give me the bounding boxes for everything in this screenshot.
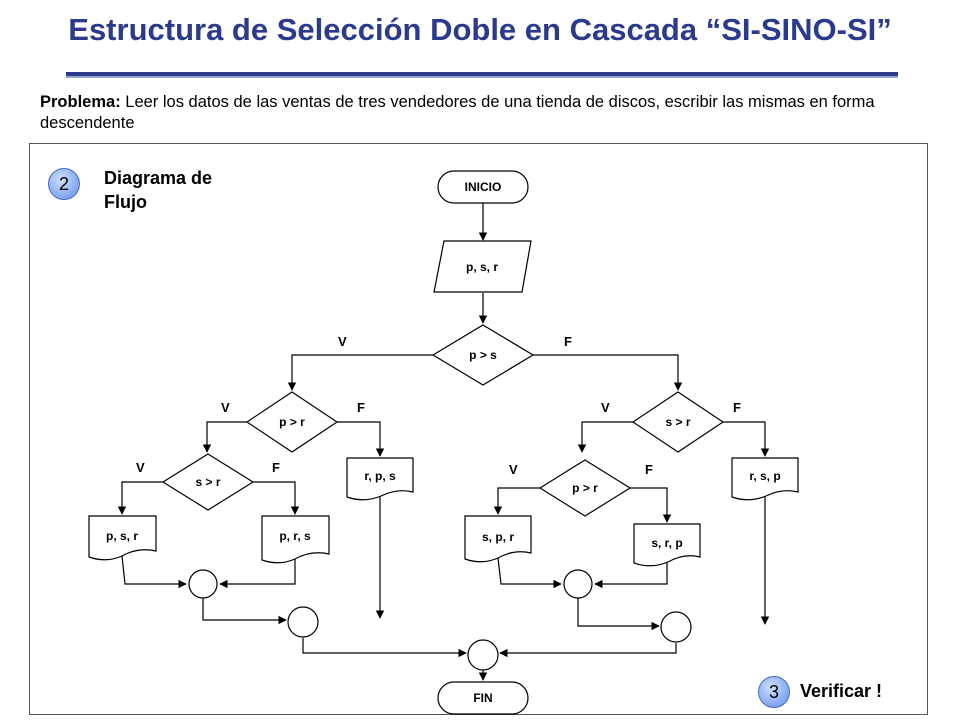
edge-right-true <box>577 421 633 453</box>
decision-main <box>431 324 535 386</box>
decision-left-label: p > r <box>279 415 305 429</box>
output-rsp-document <box>731 457 799 501</box>
output-rps-document <box>346 457 414 501</box>
left-true-label: V <box>221 400 230 415</box>
start-label: INICIO <box>465 180 502 194</box>
edge-prs-connector <box>219 559 296 589</box>
end-terminal <box>437 681 529 715</box>
input-parallelogram <box>433 240 532 293</box>
section-number-diagram: 2 <box>48 168 80 200</box>
connector-right <box>660 611 692 643</box>
section-number-verify: 3 <box>758 676 790 708</box>
edge-right-inner-false <box>630 487 672 523</box>
right-true-label: V <box>601 400 610 415</box>
connector-left <box>287 606 319 638</box>
output-srp-document <box>633 523 701 567</box>
problem-label: Problema: <box>40 93 121 111</box>
edge-right-inner-true <box>493 487 540 515</box>
end-label: FIN <box>473 691 492 705</box>
output-spr-label: s, p, r <box>482 530 514 544</box>
decision-right-inner <box>538 459 632 517</box>
output-psr-label: p, s, r <box>106 529 138 543</box>
left-inner-false-label: F <box>272 460 280 475</box>
decision-main-label: p > s <box>469 348 497 362</box>
title-underline <box>66 72 898 78</box>
main-false-label: F <box>564 334 572 349</box>
connector-left-inner <box>188 569 218 599</box>
connector-right-inner <box>563 569 593 599</box>
input-label: p, s, r <box>466 260 498 274</box>
edge-connector-connector-right <box>577 598 660 631</box>
edge-connector-connector <box>202 598 287 625</box>
output-spr-document <box>464 515 532 563</box>
edge-left-end <box>302 638 467 658</box>
edge-spr-connector <box>497 557 562 589</box>
right-inner-false-label: F <box>645 462 653 477</box>
decision-left <box>245 391 339 453</box>
output-prs-document <box>261 515 330 564</box>
section-label-verify: Verificar ! <box>800 681 883 701</box>
decision-right-label: s > r <box>665 415 690 429</box>
section-label-diagram: Diagrama de Flujo <box>104 168 213 212</box>
edge-left-inner-false <box>253 481 300 515</box>
edge-right-end <box>499 643 677 658</box>
edge-main-false <box>533 354 683 391</box>
decision-right-inner-label: p > r <box>572 481 598 495</box>
edge-right-false <box>723 421 770 457</box>
right-inner-true-label: V <box>509 462 518 477</box>
edge-psr-connector <box>121 555 187 589</box>
output-rps-label: r, p, s <box>364 469 396 483</box>
output-srp-label: s, r, p <box>651 536 682 550</box>
left-inner-true-label: V <box>136 460 145 475</box>
main-true-label: V <box>338 334 347 349</box>
connector-end <box>467 639 499 671</box>
edge-left-true <box>202 421 247 453</box>
page-title: Estructura de Selección Doble en Cascada… <box>68 12 892 47</box>
edge-left-false <box>337 421 385 457</box>
start-terminal <box>437 170 529 204</box>
edge-main-true <box>287 354 433 391</box>
output-rsp-label: r, s, p <box>749 469 780 483</box>
right-false-label: F <box>733 400 741 415</box>
edge-srp-connector <box>594 562 668 589</box>
output-prs-label: p, r, s <box>279 529 311 543</box>
problem-statement: Problema: Leer los datos de las ventas d… <box>40 92 920 134</box>
left-false-label: F <box>357 400 365 415</box>
edge-left-inner-true <box>117 481 163 515</box>
decision-right <box>631 391 725 453</box>
decision-left-inner-label: s > r <box>195 475 220 489</box>
decision-left-inner <box>161 453 255 511</box>
problem-text: Leer los datos de las ventas de tres ven… <box>40 93 875 132</box>
output-psr-document <box>88 515 157 561</box>
